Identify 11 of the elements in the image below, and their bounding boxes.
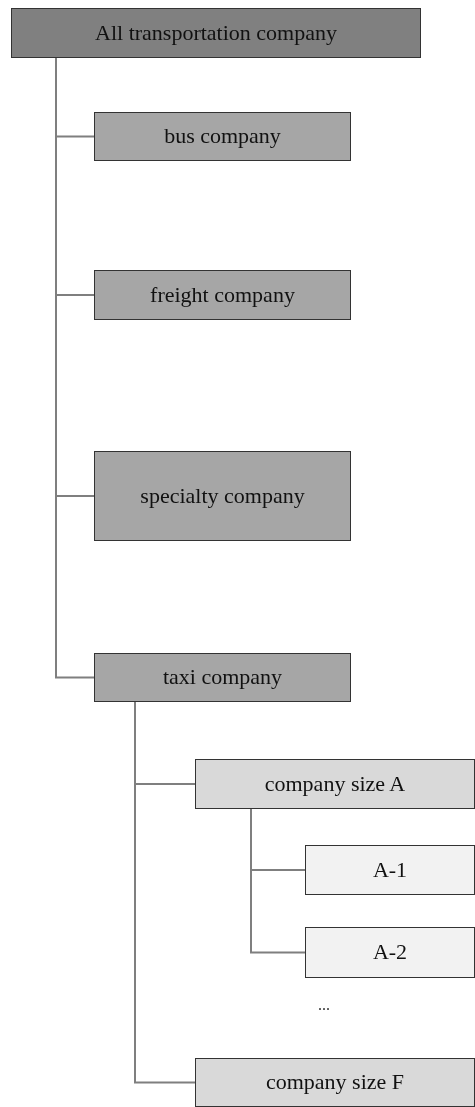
category-box: freight company	[94, 270, 351, 320]
category-box: A-2	[305, 927, 475, 978]
category-box: bus company	[94, 112, 351, 161]
category-box: A-1	[305, 845, 475, 895]
ellipsis-text: ...	[318, 996, 330, 1014]
category-box: All transportation company	[11, 8, 421, 58]
category-box: company size A	[195, 759, 475, 809]
category-box: taxi company	[94, 653, 351, 702]
category-box: company size F	[195, 1058, 475, 1107]
connector-line	[250, 808, 306, 954]
category-box: specialty company	[94, 451, 351, 541]
